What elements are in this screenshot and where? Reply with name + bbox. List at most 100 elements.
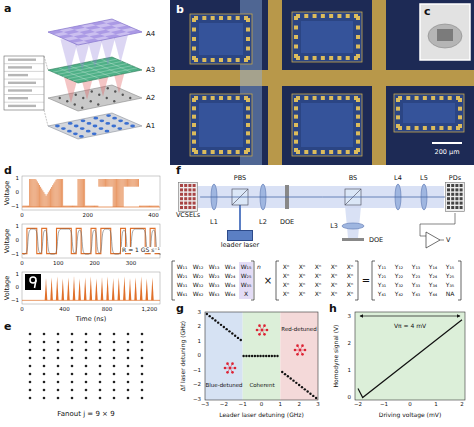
detector-cell (79, 30, 95, 34)
laser-box (227, 230, 253, 241)
bond-pad (202, 16, 206, 20)
bond-pad (329, 56, 333, 60)
annotation: Vπ = 4 mV (394, 323, 426, 329)
bond-pad (304, 150, 308, 154)
fanout-spot (29, 333, 32, 336)
fanout-spot (99, 333, 102, 336)
bond-pad (458, 115, 462, 119)
fanout-spot (113, 373, 116, 376)
matrix-cell: W₁₁ (177, 264, 188, 270)
emitter (81, 119, 86, 122)
tick-label: 800 (102, 307, 113, 313)
bond-pad (227, 96, 231, 100)
lattice-site (231, 371, 234, 374)
matrix-cell: Y₃₄ (429, 282, 437, 288)
matrix-cell: Xⁿ (331, 264, 338, 270)
lattice-site (296, 353, 299, 356)
bond-pad (219, 58, 223, 62)
waveform (57, 179, 58, 207)
bond-pad (202, 58, 206, 62)
digit-image (25, 274, 41, 290)
panel-letter: c (424, 6, 431, 17)
bond-pad (192, 98, 196, 102)
lattice-site (226, 362, 229, 365)
plot-frame (22, 224, 160, 258)
tick-label: −1 (11, 252, 19, 258)
waveform (92, 206, 93, 207)
axis-title: Homodyne signal (V) (333, 325, 339, 388)
bond-pad (396, 124, 400, 128)
bond-pad (406, 96, 410, 100)
detector-cell (105, 34, 121, 38)
bond-pad (294, 148, 298, 152)
fanout-spot (113, 389, 116, 392)
array-element (447, 193, 450, 196)
component-label: DOE (280, 219, 294, 226)
axis-title: Voltage (4, 276, 11, 300)
waveform (58, 179, 59, 207)
data-point (206, 313, 208, 315)
data-point (304, 388, 306, 390)
waveform (144, 206, 145, 207)
data-point (228, 330, 230, 332)
pulse (151, 277, 154, 300)
waveform (97, 206, 98, 207)
waveform (47, 194, 48, 207)
matrix-bracket (458, 261, 461, 300)
bond-pad (356, 148, 360, 152)
matrix-cell: Xⁿ (347, 291, 354, 297)
matrix-cell: W₁₅ (241, 264, 252, 270)
waveform (52, 185, 53, 207)
array-element (460, 202, 463, 205)
bond-pad (356, 98, 360, 102)
lattice-site (234, 367, 237, 370)
waveform (59, 179, 60, 207)
fanout-spot (141, 389, 144, 392)
fanout-spot (141, 365, 144, 368)
fanout-spot (57, 397, 60, 400)
matrix-cell: X (244, 291, 248, 297)
fanout-spot (141, 373, 144, 376)
component-label: L5 (420, 175, 428, 182)
fanout-spot (127, 397, 130, 400)
data-point (268, 355, 270, 357)
array-element (188, 193, 191, 196)
waveform (114, 179, 115, 207)
layer-grid (68, 66, 132, 79)
bond-pad (211, 96, 215, 100)
emitter (55, 125, 60, 128)
waveform (124, 179, 125, 187)
bond-pad (192, 140, 196, 144)
waveform (67, 206, 68, 207)
waveform (119, 179, 120, 207)
element-dot (59, 97, 61, 99)
bond-pad (294, 16, 298, 20)
fanout-spot (99, 389, 102, 392)
fanout-spot (71, 381, 74, 384)
data-point (242, 355, 244, 357)
chip-core (301, 21, 353, 53)
pulse (112, 278, 115, 300)
waveform (37, 181, 38, 207)
bond-pad (346, 56, 350, 60)
emitter (87, 122, 92, 125)
matrix-cell: Y₃₂ (395, 282, 403, 288)
lattice-site (301, 344, 304, 347)
fanout-spot (71, 397, 74, 400)
bond-pad (356, 54, 360, 58)
fanout-spot (113, 365, 116, 368)
bond-pad (356, 123, 360, 127)
emitter (93, 117, 98, 120)
waveform (78, 179, 79, 207)
waveform (94, 206, 95, 207)
bond-pad (246, 56, 250, 60)
chip (292, 12, 362, 62)
waveform (153, 206, 154, 207)
array-element (460, 193, 463, 196)
data-point (309, 393, 311, 395)
bond-pad (246, 123, 250, 127)
array-element (184, 188, 187, 191)
bond-pad (236, 58, 240, 62)
fanout-spot (71, 373, 74, 376)
waveform (74, 206, 75, 207)
